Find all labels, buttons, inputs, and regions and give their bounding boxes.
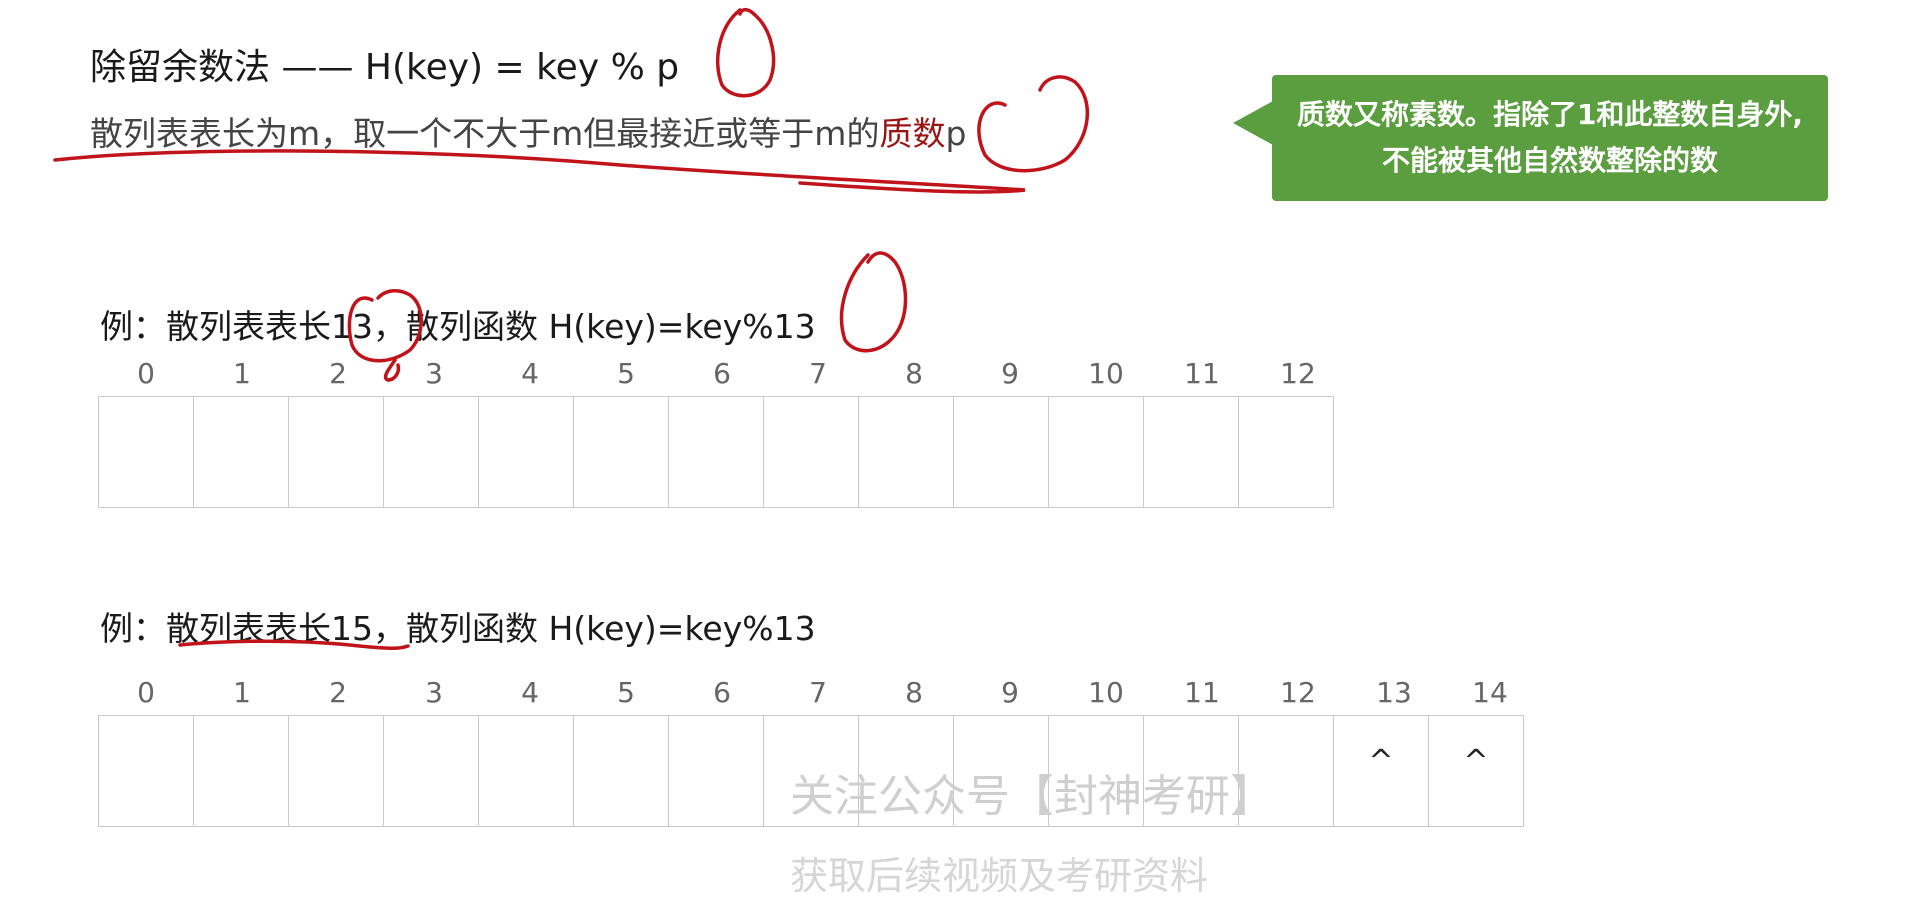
- hash-slot: ^: [1429, 716, 1524, 826]
- hash-slot: [954, 397, 1049, 507]
- slot-index: 11: [1184, 357, 1220, 390]
- slot-index: 12: [1280, 676, 1316, 709]
- hash-slot: [194, 716, 289, 826]
- hash-slot: [1239, 397, 1334, 507]
- hash-slot: [669, 716, 764, 826]
- subtitle-text: 散列表表长为m，取一个不大于m但最接近或等于m的: [90, 114, 880, 153]
- hash-slot: [99, 716, 194, 826]
- method-subtitle: 散列表表长为m，取一个不大于m但最接近或等于m的质数p: [90, 107, 966, 155]
- slot-index: 12: [1280, 357, 1316, 390]
- hash-slot: [1144, 716, 1239, 826]
- example-2-hash-table: ^^: [98, 715, 1524, 827]
- hash-slot: [954, 716, 1049, 826]
- circle-13-mod: [839, 251, 908, 353]
- slot-index: 2: [329, 357, 347, 390]
- slot-index: 1: [233, 357, 251, 390]
- slot-index: 9: [1001, 676, 1019, 709]
- hash-slot: [669, 397, 764, 507]
- hash-slot: [1144, 397, 1239, 507]
- hash-slot: [1239, 716, 1334, 826]
- hash-slot: [1049, 397, 1144, 507]
- slot-index: 13: [1376, 676, 1412, 709]
- slot-index: 2: [329, 676, 347, 709]
- hash-slot: [289, 397, 384, 507]
- hash-slot: [574, 716, 669, 826]
- slot-index: 10: [1088, 357, 1124, 390]
- slot-index: 5: [617, 676, 635, 709]
- underline-subtitle: [53, 149, 1026, 194]
- hash-slot: [859, 397, 954, 507]
- circle-prime: [977, 75, 1090, 173]
- circle-p: [715, 7, 776, 98]
- hash-slot: [384, 716, 479, 826]
- underline-example-2: [178, 639, 410, 650]
- handwritten-annotations: [53, 7, 1090, 650]
- tail-13-length: [383, 358, 401, 382]
- slot-index: 3: [425, 676, 443, 709]
- hash-slot: [1049, 716, 1144, 826]
- slot-index: 7: [809, 357, 827, 390]
- slot-index: 5: [617, 357, 635, 390]
- slot-index: 0: [137, 676, 155, 709]
- slot-index: 8: [905, 676, 923, 709]
- example-1-hash-table: [98, 396, 1334, 508]
- slot-index: 11: [1184, 676, 1220, 709]
- prime-highlight: 质数: [879, 114, 946, 153]
- hash-slot: [479, 716, 574, 826]
- prime-definition-note: 质数又称素数。指除了1和此整数自身外,不能被其他自然数整除的数: [1272, 75, 1828, 201]
- slot-index: 6: [713, 676, 731, 709]
- method-title: 除留余数法 —— H(key) = key % p: [90, 47, 680, 88]
- slot-index: 9: [1001, 357, 1019, 390]
- circle-13-length: [347, 289, 423, 363]
- note-pointer: [1233, 101, 1273, 145]
- hash-slot: [859, 716, 954, 826]
- example-1-text: 例：散列表表长13，散列函数 H(key)=key%13: [100, 307, 816, 346]
- slot-index: 6: [713, 357, 731, 390]
- slot-index: 1: [233, 676, 251, 709]
- slot-index: 0: [137, 357, 155, 390]
- slot-index: 4: [521, 357, 539, 390]
- subtitle-p: p: [945, 114, 967, 153]
- hash-slot: [574, 397, 669, 507]
- slot-index: 10: [1088, 676, 1124, 709]
- slot-index: 4: [521, 676, 539, 709]
- hash-slot: [99, 397, 194, 507]
- hash-slot: [194, 397, 289, 507]
- slot-index: 8: [905, 357, 923, 390]
- slot-index: 14: [1472, 676, 1508, 709]
- hash-slot: [384, 397, 479, 507]
- hash-slot: [479, 397, 574, 507]
- hash-slot: [764, 716, 859, 826]
- hash-slot: [764, 397, 859, 507]
- slot-index: 3: [425, 357, 443, 390]
- hash-slot: [289, 716, 384, 826]
- slot-index: 7: [809, 676, 827, 709]
- watermark: 关注公众号【封神考研】: [790, 771, 1274, 822]
- hash-slot: ^: [1334, 716, 1429, 826]
